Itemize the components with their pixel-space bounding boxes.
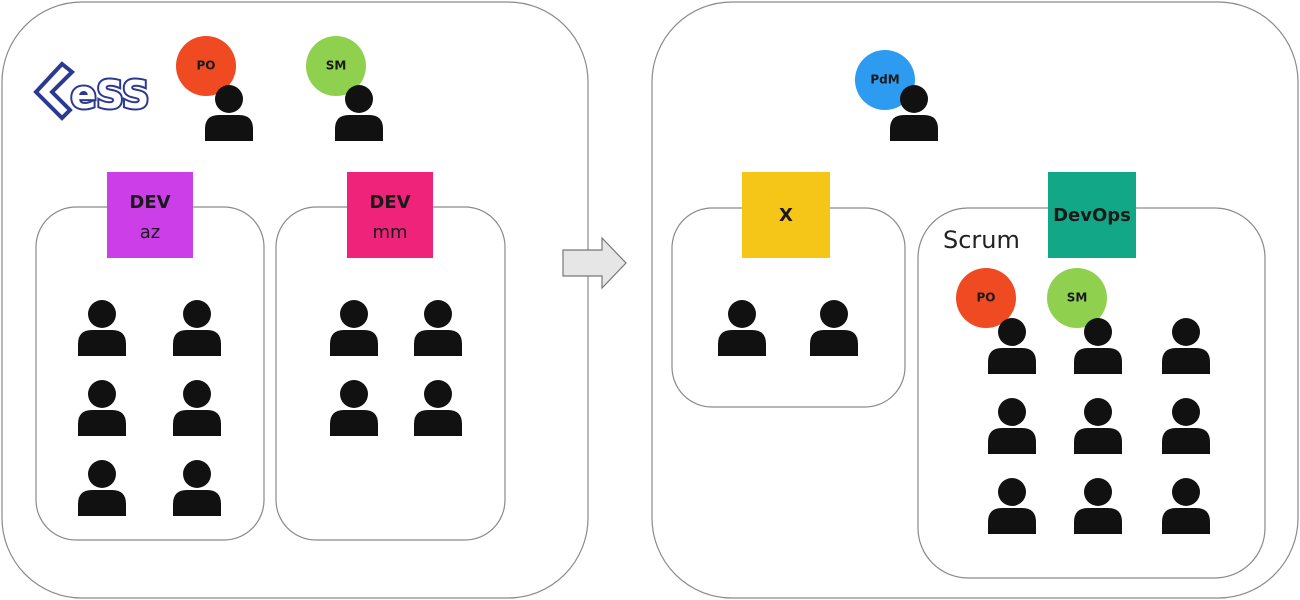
role-po: PO [176,36,253,141]
scrum-po: PO [956,268,1016,328]
team-devops-title: DevOps [1053,205,1131,226]
arrow-right-icon [562,236,627,290]
role-pdm: PdM [855,50,938,141]
team-az-title: DEV [129,192,170,213]
svg-text:SM: SM [1067,291,1088,305]
scrum-label: Scrum [943,226,1020,254]
role-po-circle [176,36,236,96]
team-devops-label-box [1048,172,1136,258]
team-x-label-box [742,172,830,258]
role-sm: SM [306,36,383,141]
team-mm-label-box [347,172,433,258]
role-sm-label: SM [326,59,347,73]
team-az-label-box [107,172,193,258]
role-pdm-label: PdM [870,73,899,87]
team-mm-title: DEV [369,192,410,213]
team-az-subtitle: az [140,222,160,243]
less-logo: eSS [33,61,151,121]
svg-text:PO: PO [977,291,996,305]
team-mm-subtitle: mm [372,222,407,243]
svg-text:eSS: eSS [71,73,150,117]
scrum-sm: SM [1047,268,1107,328]
team-x-title: X [779,205,793,226]
role-po-label: PO [197,59,216,73]
